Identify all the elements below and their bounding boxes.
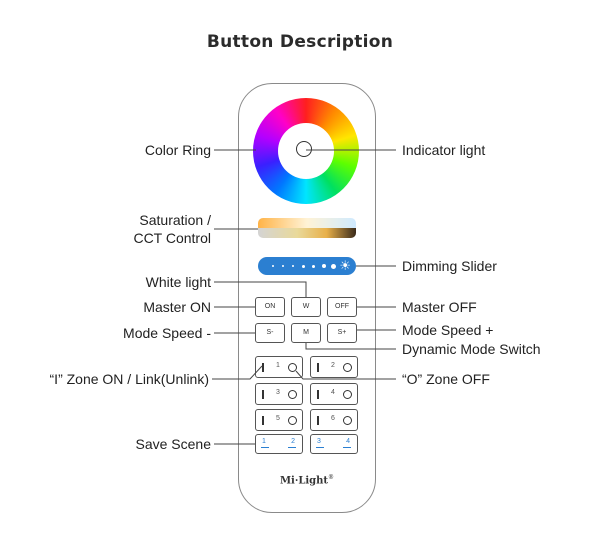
master-off-button[interactable]: OFF bbox=[327, 297, 357, 317]
save-scene-button[interactable]: 1 2 bbox=[255, 434, 303, 454]
label-cct-control: CCT Control bbox=[133, 230, 211, 246]
ring-center bbox=[278, 123, 334, 179]
scene-number: 2 bbox=[291, 438, 295, 445]
zone-button[interactable]: 2 bbox=[310, 356, 358, 378]
zone-button[interactable]: 1 bbox=[255, 356, 303, 378]
cct-strip bbox=[258, 228, 356, 238]
label-zone-on-link: “I” Zone ON / Link(Unlink) bbox=[49, 371, 209, 387]
scene-underline bbox=[261, 447, 269, 448]
label-mode-speed-minus: Mode Speed - bbox=[123, 325, 211, 341]
white-light-leader bbox=[214, 281, 307, 297]
zone-number: 5 bbox=[276, 415, 280, 422]
sun-icon: ☀ bbox=[339, 258, 351, 273]
scene-number: 4 bbox=[346, 438, 350, 445]
zone-off-icon bbox=[343, 363, 352, 372]
registered-mark: ® bbox=[328, 474, 335, 481]
logo-text: Mi·Light bbox=[279, 475, 329, 487]
label-dynamic-mode-switch: Dynamic Mode Switch bbox=[402, 341, 541, 357]
label-zone-off: “O” Zone OFF bbox=[402, 371, 490, 387]
white-light-button[interactable]: W bbox=[291, 297, 321, 317]
zone-button[interactable]: 3 bbox=[255, 383, 303, 405]
label-dimming-slider: Dimming Slider bbox=[402, 258, 497, 274]
brand-logo: Mi·Light® bbox=[238, 474, 376, 486]
zone-off-icon bbox=[343, 390, 352, 399]
mode-speed-minus-button[interactable]: S- bbox=[255, 323, 285, 343]
dim-dot bbox=[302, 264, 305, 268]
dim-dot bbox=[292, 265, 294, 267]
zone-on-icon bbox=[317, 416, 319, 425]
dimming-slider[interactable]: ☀ bbox=[258, 257, 356, 275]
label-master-on: Master ON bbox=[143, 299, 211, 315]
zone-off-icon bbox=[343, 416, 352, 425]
saturation-strip bbox=[258, 218, 356, 228]
label-indicator-light: Indicator light bbox=[402, 142, 486, 158]
color-ring[interactable] bbox=[253, 98, 359, 204]
zone-on-icon bbox=[262, 390, 264, 399]
dim-dot bbox=[272, 265, 274, 267]
label-color-ring: Color Ring bbox=[144, 142, 211, 158]
mode-switch-button[interactable]: M bbox=[291, 323, 321, 343]
scene-underline bbox=[343, 447, 351, 448]
save-scene-button[interactable]: 3 4 bbox=[310, 434, 358, 454]
scene-underline bbox=[316, 447, 324, 448]
dim-dot bbox=[282, 265, 284, 267]
dim-dot bbox=[312, 264, 315, 268]
zone-button[interactable]: 5 bbox=[255, 409, 303, 431]
zone-on-icon bbox=[317, 363, 319, 372]
master-on-button[interactable]: ON bbox=[255, 297, 285, 317]
zone-on-icon bbox=[317, 390, 319, 399]
zone-number: 3 bbox=[276, 389, 280, 396]
zone-on-icon bbox=[262, 363, 264, 372]
zone-number: 1 bbox=[276, 362, 280, 369]
page-title: Button Description bbox=[206, 32, 394, 52]
mode-speed-plus-button[interactable]: S+ bbox=[327, 323, 357, 343]
zone-button[interactable]: 6 bbox=[310, 409, 358, 431]
dim-dot bbox=[331, 263, 336, 269]
label-save-scene: Save Scene bbox=[135, 436, 212, 452]
zone-number: 6 bbox=[331, 415, 335, 422]
mode-switch-leader bbox=[305, 343, 396, 350]
zone-on-icon bbox=[262, 416, 264, 425]
zone-off-icon bbox=[288, 390, 297, 399]
label-white-light: White light bbox=[145, 274, 211, 290]
zone-off-icon bbox=[288, 363, 297, 372]
zone-off-icon bbox=[288, 416, 297, 425]
label-master-off: Master OFF bbox=[402, 299, 477, 315]
zone-button[interactable]: 4 bbox=[310, 383, 358, 405]
zone-on-leader bbox=[212, 365, 263, 380]
saturation-cct-bar[interactable] bbox=[258, 218, 356, 238]
scene-number: 3 bbox=[317, 438, 321, 445]
indicator-light bbox=[296, 141, 312, 157]
zone-off-leader bbox=[295, 370, 396, 380]
label-saturation: Saturation / bbox=[139, 212, 211, 228]
zone-number: 4 bbox=[331, 389, 335, 396]
label-mode-speed-plus: Mode Speed + bbox=[402, 322, 494, 338]
zone-number: 2 bbox=[331, 362, 335, 369]
scene-number: 1 bbox=[262, 438, 266, 445]
dim-dot bbox=[322, 264, 326, 268]
scene-underline bbox=[288, 447, 296, 448]
